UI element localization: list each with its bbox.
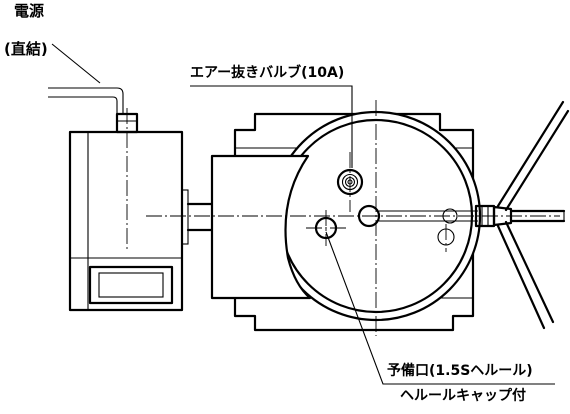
power-cable bbox=[48, 43, 124, 114]
leader-lines bbox=[190, 85, 555, 385]
drive-shaft bbox=[186, 202, 214, 232]
motor-housing bbox=[68, 112, 189, 312]
handle-arms bbox=[496, 100, 570, 330]
center-lines bbox=[126, 100, 560, 336]
label-power: 電源 bbox=[14, 2, 45, 20]
label-air-vent-valve: エアー抜きバルブ(10A) bbox=[190, 65, 345, 81]
label-ferrule-cap: ヘルールキャップ付 bbox=[400, 388, 526, 404]
adapter-block bbox=[210, 154, 312, 300]
label-direct-connection: (直結) bbox=[4, 40, 48, 58]
label-spare-port: 予備口(1.5Sヘルール) bbox=[387, 363, 533, 379]
outlet-shaft bbox=[474, 204, 566, 228]
